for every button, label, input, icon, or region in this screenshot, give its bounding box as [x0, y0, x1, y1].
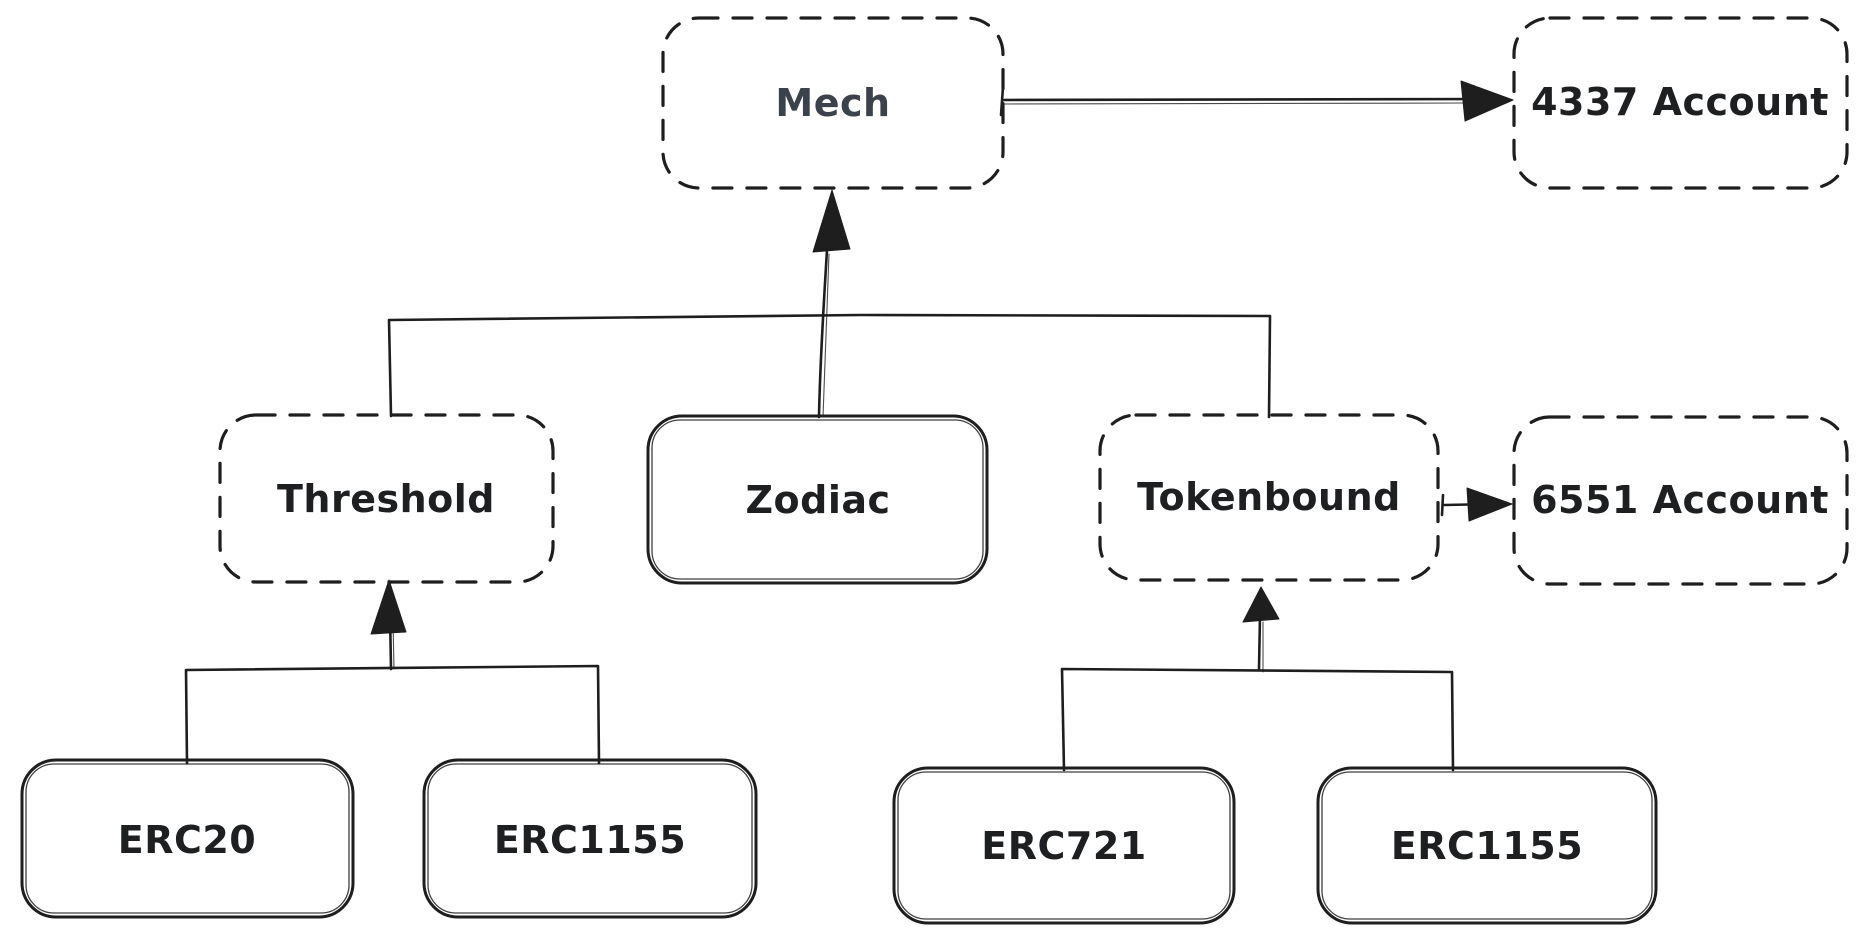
arrowhead-up-icon: [1242, 586, 1280, 623]
node-label-erc1155-right: ERC1155: [1390, 824, 1584, 868]
edge-start-tick: [999, 85, 1005, 117]
edge-branch-erc721-erc1155-to-tokenbound[interactable]: [1060, 586, 1455, 772]
arrowhead-right-icon: [1460, 80, 1514, 122]
edge-tokenbound-to-account-6551[interactable]: [1440, 487, 1513, 522]
node-zodiac-sketch-echo: [651, 419, 984, 580]
node-zodiac[interactable]: [646, 414, 989, 585]
node-erc1155-right[interactable]: [1316, 766, 1658, 925]
edge-start-tick: [1440, 493, 1445, 517]
node-account-6551[interactable]: [1512, 415, 1849, 586]
edge-zodiac-to-mech[interactable]: [812, 189, 851, 419]
node-erc1155-left-sketch-echo: [427, 763, 753, 914]
arrowhead-up-icon: [370, 579, 407, 635]
node-label-erc1155-left: ERC1155: [493, 818, 687, 862]
node-threshold[interactable]: [218, 413, 555, 584]
node-label-tokenbound: Tokenbound: [1137, 475, 1401, 519]
node-label-erc20: ERC20: [117, 818, 257, 862]
edge-branch-threshold-tokenbound[interactable]: [387, 313, 1272, 419]
node-label-threshold: Threshold: [277, 477, 495, 521]
edge-sketch-echo: [1003, 102, 1469, 105]
node-erc721-sketch-echo: [897, 771, 1231, 920]
node-label-zodiac: Zodiac: [745, 478, 891, 522]
arrowhead-up-icon: [812, 189, 851, 253]
node-label-account-6551: 6551 Account: [1531, 478, 1829, 522]
node-label-account-4337: 4337 Account: [1531, 80, 1829, 124]
node-erc1155-left[interactable]: [422, 758, 758, 919]
node-erc1155-right-sketch-echo: [1321, 771, 1653, 920]
edge-mech-to-account-4337[interactable]: [999, 80, 1514, 122]
edge-sketch-echo: [822, 253, 830, 418]
node-label-mech: Mech: [775, 81, 891, 125]
arrowhead-right-icon: [1466, 487, 1513, 522]
node-label-erc721: ERC721: [981, 824, 1147, 868]
edge-branch-erc20-erc1155-to-threshold[interactable]: [184, 579, 601, 765]
